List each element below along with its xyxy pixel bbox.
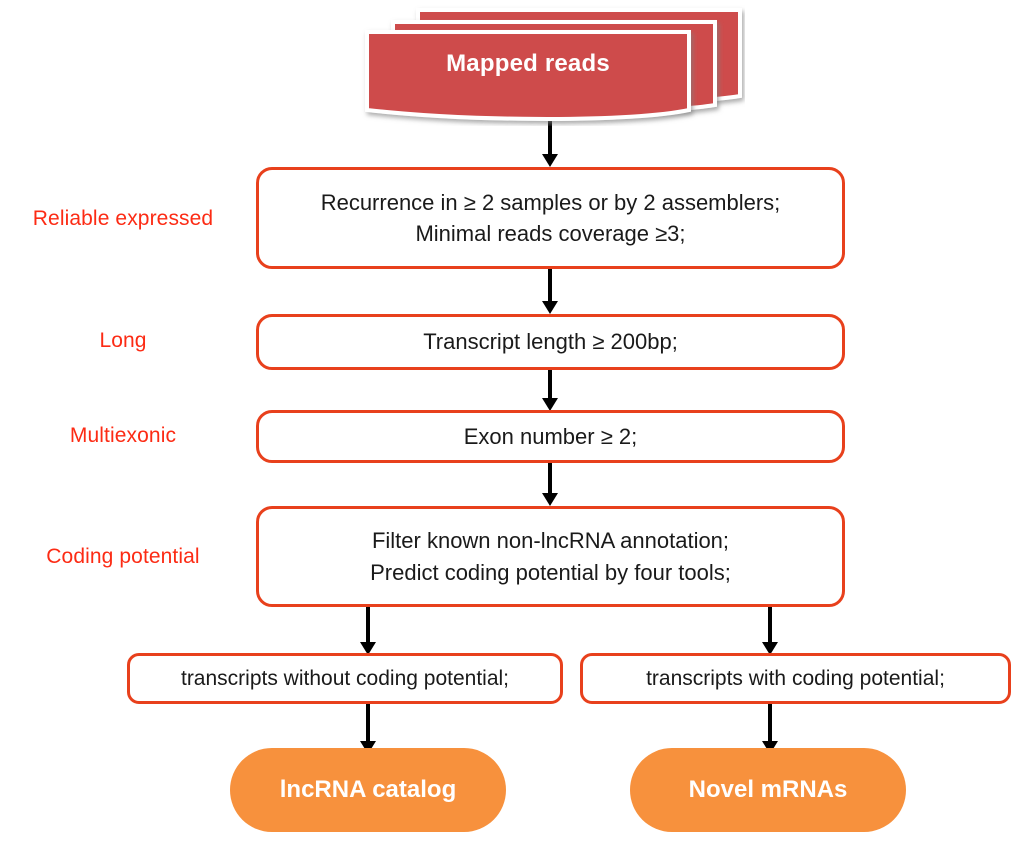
arrow-multiexonic-to-coding	[540, 463, 560, 506]
process-line: Transcript length ≥ 200bp;	[423, 329, 678, 355]
terminal-lncrna-catalog[interactable]: lncRNA catalog	[230, 748, 506, 832]
arrow-shaft	[548, 370, 552, 398]
arrow-with-to-novel-mrnas	[760, 704, 780, 754]
process-box-coding-potential[interactable]: Filter known non-lncRNA annotation; Pred…	[256, 506, 845, 607]
arrow-shaft	[366, 607, 370, 642]
branch-label: transcripts with coding potential;	[646, 666, 945, 690]
mapped-reads-label: Mapped reads	[446, 50, 610, 77]
arrow-shaft	[768, 704, 772, 741]
arrow-head	[762, 642, 778, 655]
terminal-label: Novel mRNAs	[688, 776, 848, 803]
branch-box-without-coding-potential[interactable]: transcripts without coding potential;	[127, 653, 563, 704]
arrow-head	[542, 154, 558, 167]
arrow-shaft	[548, 115, 552, 154]
branch-label: transcripts without coding potential;	[180, 666, 509, 690]
arrow-without-to-lncrna-catalog	[358, 704, 378, 754]
mapped-reads-shape	[365, 8, 742, 121]
mapped-reads-node[interactable]: Mapped reads	[355, 4, 745, 126]
arrow-shaft	[548, 269, 552, 301]
arrow-shaft	[548, 463, 552, 493]
process-line: Minimal reads coverage ≥3;	[415, 221, 686, 246]
process-line: Predict coding potential by four tools;	[370, 559, 731, 585]
arrow-long-to-multiexonic	[540, 370, 560, 411]
process-box-multiexonic[interactable]: Exon number ≥ 2;	[256, 410, 845, 463]
arrow-head	[542, 398, 558, 411]
process-line: Exon number ≥ 2;	[463, 423, 638, 449]
process-line: Filter known non-lncRNA annotation;	[371, 528, 730, 554]
stage-label-multiexonic: Multiexonic	[69, 424, 177, 447]
arrow-coding-to-with	[760, 607, 780, 655]
terminal-label: lncRNA catalog	[279, 776, 457, 803]
arrow-head	[542, 493, 558, 506]
branch-box-with-coding-potential[interactable]: transcripts with coding potential;	[580, 653, 1011, 704]
process-box-long[interactable]: Transcript length ≥ 200bp;	[256, 314, 845, 370]
arrow-head	[360, 642, 376, 655]
arrow-shaft	[768, 607, 772, 642]
process-box-reliable-expressed[interactable]: Recurrence in ≥ 2 samples or by 2 assemb…	[256, 167, 845, 269]
arrow-reads-to-reliable	[540, 115, 560, 167]
arrow-reliable-to-long	[540, 269, 560, 314]
arrow-head	[542, 301, 558, 314]
stage-label-reliable-expressed: Reliable expressed	[32, 207, 214, 230]
stage-label-coding-potential: Coding potential	[46, 545, 200, 568]
process-line: Recurrence in ≥ 2 samples or by 2 assemb…	[320, 189, 781, 215]
terminal-novel-mrnas[interactable]: Novel mRNAs	[630, 748, 906, 832]
arrow-shaft	[366, 704, 370, 741]
arrow-coding-to-without	[358, 607, 378, 655]
stage-label-long: Long	[99, 329, 147, 352]
